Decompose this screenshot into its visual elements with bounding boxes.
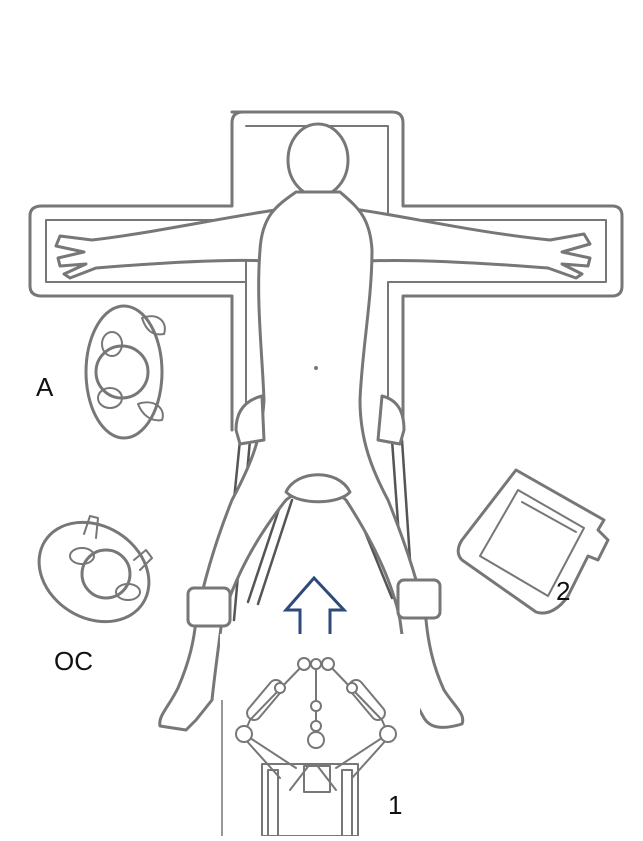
label-monitor: 2	[556, 578, 570, 604]
monitor-console	[458, 470, 608, 613]
operating-nurse-figure	[20, 502, 167, 641]
anesthesiologist-figure	[86, 306, 165, 438]
label-operating-nurse: OC	[54, 648, 93, 674]
label-robot: 1	[388, 792, 402, 818]
label-anesthesiologist: A	[36, 374, 53, 400]
